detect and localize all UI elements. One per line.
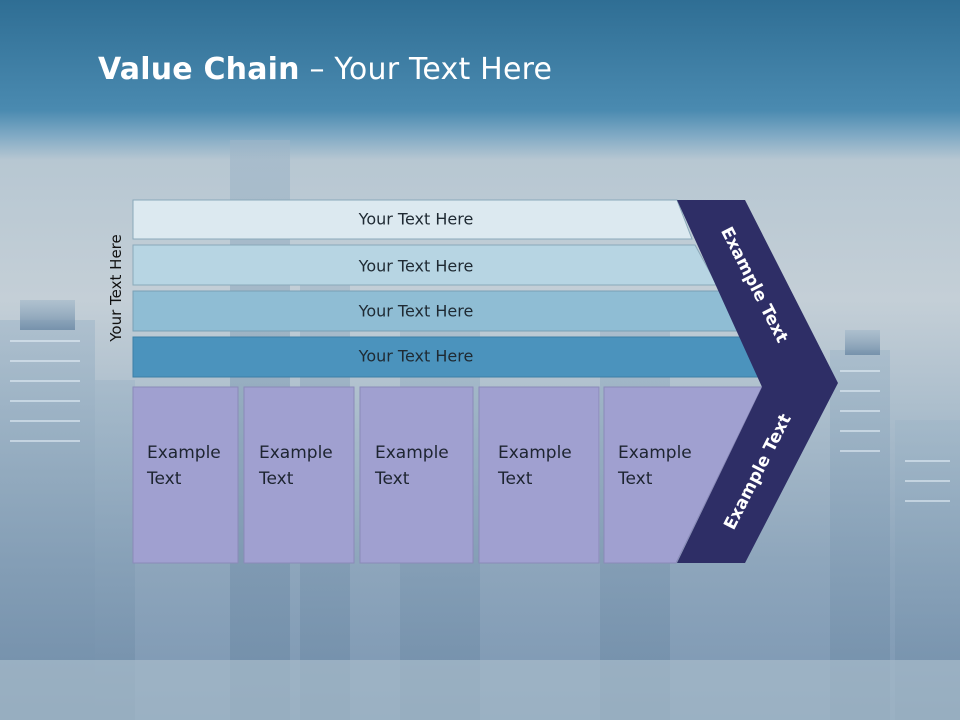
row-label-3: Your Text Here — [358, 301, 474, 321]
cell-text-1-line1: Example — [147, 443, 221, 463]
cell-box-1 — [132, 386, 239, 564]
row-label-4: Your Text Here — [358, 346, 474, 366]
cell-text-1-line2: Text — [147, 469, 182, 489]
cell-text-2-line2: Text — [259, 469, 294, 489]
cell-text-4-line2: Text — [498, 469, 533, 489]
row-label-2: Your Text Here — [358, 256, 474, 276]
cell-text-2-line1: Example — [259, 443, 333, 463]
title-bold: Value Chain — [98, 52, 300, 87]
chevron-arrow — [677, 200, 838, 563]
page-title: Value Chain – Your Text Here — [98, 52, 552, 87]
row-bar-1 — [132, 199, 693, 240]
cell-box-2 — [243, 386, 355, 564]
cell-text-3-line1: Example — [375, 443, 449, 463]
title-rest: – Your Text Here — [299, 52, 553, 87]
cell-text-5-line1: Example — [618, 443, 692, 463]
row-label-1: Your Text Here — [358, 209, 474, 229]
cell-text-4-line1: Example — [498, 443, 572, 463]
vertical-label: Your Text Here — [107, 234, 125, 342]
cell-text-5-line2: Text — [618, 469, 653, 489]
cell-text-3-line2: Text — [375, 469, 410, 489]
